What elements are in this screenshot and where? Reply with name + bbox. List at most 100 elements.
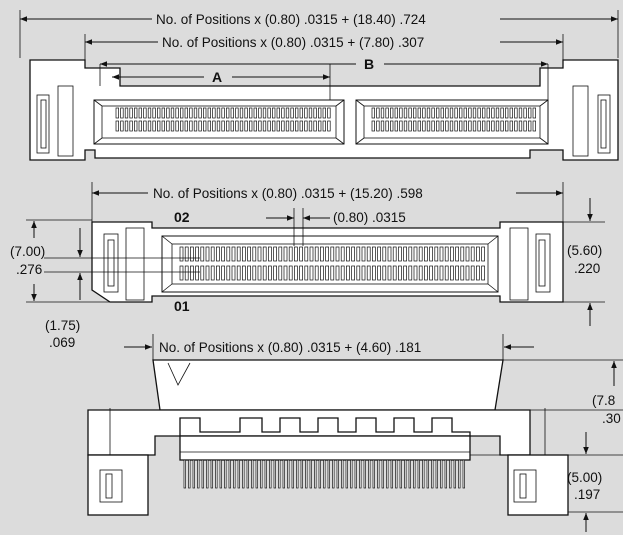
contact-pin <box>470 265 475 281</box>
contact-pin <box>295 107 299 119</box>
contact-pin <box>309 246 314 262</box>
height-left-in-label: .276 <box>16 262 42 277</box>
contact-pin <box>431 107 435 119</box>
side-height-mm-label: (7.8 <box>592 393 615 408</box>
contact-pin <box>398 246 402 262</box>
contact-pin <box>322 120 326 132</box>
contact-pin <box>495 120 500 132</box>
lead-pin <box>260 459 263 489</box>
middle-dimensions: No. of Positions x (0.80) .0315 + (15.20… <box>10 182 605 350</box>
contact-pin <box>152 120 156 132</box>
contact-pin <box>429 265 433 281</box>
contact-pin <box>481 265 485 281</box>
contact-pin <box>184 246 189 262</box>
contact-pin <box>495 107 500 119</box>
contact-pin <box>124 120 129 132</box>
contact-pin <box>482 120 486 132</box>
contact-pin <box>216 265 220 281</box>
contact-pin <box>124 107 129 119</box>
contact-pin <box>276 120 280 132</box>
contact-pin <box>283 246 288 262</box>
lead-pin <box>395 459 398 489</box>
lead-pin <box>368 459 371 489</box>
contact-pin <box>387 265 392 281</box>
side-height-in-label: .30 <box>602 411 621 426</box>
contact-pin <box>518 107 523 119</box>
contact-pin <box>195 246 199 262</box>
contact-pin <box>226 246 231 262</box>
contact-pin <box>399 120 403 132</box>
middle-view-connector: 02 01 <box>91 209 564 314</box>
contact-pin <box>200 246 205 262</box>
contact-pin <box>278 246 283 262</box>
contact-pin <box>392 246 397 262</box>
lead-pin <box>435 459 438 489</box>
lead-pin <box>323 459 326 489</box>
top-dimensions: No. of Positions x (0.80) .0315 + (18.40… <box>19 10 619 100</box>
contact-pin <box>434 265 439 281</box>
lead-pin <box>206 459 209 489</box>
lead-pin <box>327 459 330 489</box>
contact-pin <box>304 246 309 262</box>
lead-pin <box>273 459 276 489</box>
lead-pin <box>336 459 339 489</box>
contact-pin <box>221 107 225 119</box>
contact-pin <box>268 246 272 262</box>
contact-pin <box>257 246 262 262</box>
contact-pin <box>318 107 322 119</box>
lead-pin <box>345 459 348 489</box>
contact-pin <box>257 265 262 281</box>
contact-pin <box>532 107 536 119</box>
contact-pin <box>387 246 392 262</box>
lead-pin <box>404 459 407 489</box>
contact-pin <box>335 265 340 281</box>
height-right-in-label: .220 <box>574 261 600 276</box>
lead-pin <box>408 459 411 489</box>
contact-pin <box>366 246 371 262</box>
lead-pin <box>197 459 200 489</box>
contact-pin <box>242 265 246 281</box>
lead-pin <box>377 459 380 489</box>
contact-pin <box>377 265 381 281</box>
contact-pin <box>340 246 345 262</box>
contact-pin <box>193 107 198 119</box>
contact-pin <box>372 246 376 262</box>
contact-pin <box>242 246 246 262</box>
contact-pin <box>190 265 194 281</box>
contact-pin <box>147 107 152 119</box>
contact-pin <box>207 120 211 132</box>
pin-row-01-label: 01 <box>174 298 190 314</box>
contact-pin <box>418 265 423 281</box>
contact-pin <box>361 265 366 281</box>
contact-pin <box>294 265 298 281</box>
contact-pin <box>249 107 253 119</box>
offset-in-label: .069 <box>49 335 75 350</box>
contact-pin <box>247 265 251 281</box>
contact-pin <box>426 107 431 119</box>
contact-pin <box>198 107 202 119</box>
contact-pin <box>288 265 293 281</box>
contact-pin <box>394 120 398 132</box>
contact-pin <box>290 107 294 119</box>
contact-pin <box>385 107 389 119</box>
contact-pin <box>200 265 205 281</box>
contact-pin <box>207 107 211 119</box>
contact-pin <box>299 107 303 119</box>
contact-pin <box>382 246 387 262</box>
lead-pin <box>264 459 267 489</box>
lead-pin <box>399 459 402 489</box>
top-inner-dimension-label: No. of Positions x (0.80) .0315 + (7.80)… <box>162 35 424 50</box>
contact-pin <box>424 246 428 262</box>
contact-pin <box>203 107 207 119</box>
contact-pin <box>356 246 361 262</box>
contact-pin <box>258 120 262 132</box>
contact-pin <box>468 107 472 119</box>
contact-pin <box>454 120 458 132</box>
contact-pin <box>267 107 271 119</box>
contact-pin <box>424 265 428 281</box>
contact-pin <box>528 107 532 119</box>
contact-pin <box>371 120 375 132</box>
contact-pin <box>417 120 421 132</box>
contact-pin <box>518 120 523 132</box>
lead-pin <box>219 459 222 489</box>
